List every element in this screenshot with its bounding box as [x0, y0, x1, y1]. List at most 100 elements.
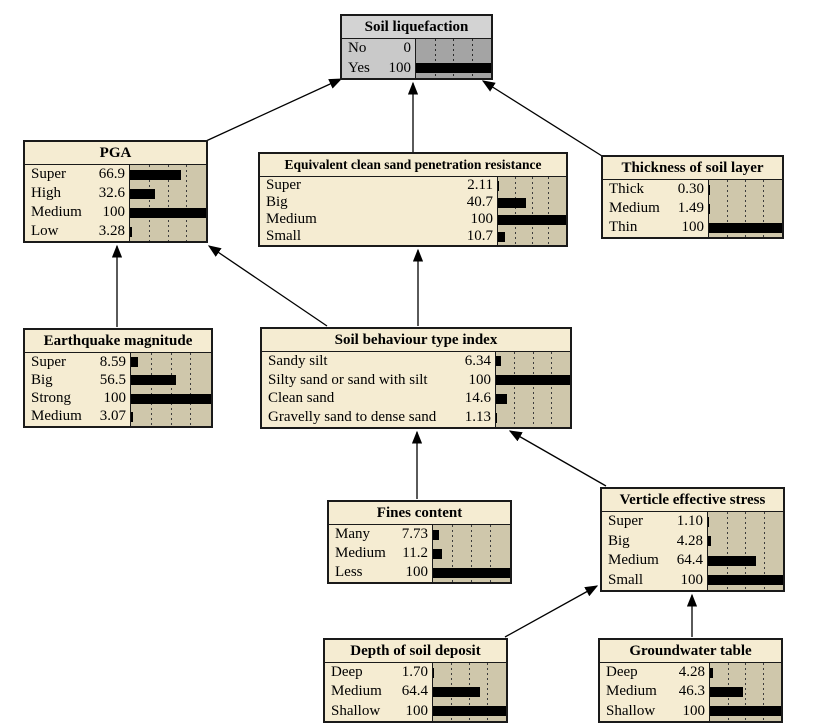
state-row: Medium 1.49 — [603, 199, 708, 218]
state-label: Gravelly sand to dense sand — [268, 409, 437, 426]
state-value: 56.5 — [99, 371, 126, 388]
bar-row — [496, 390, 570, 409]
state-value: 66.9 — [98, 166, 125, 182]
state-value: 3.28 — [98, 223, 125, 239]
belief-bar — [130, 169, 181, 180]
state-value: 100 — [102, 204, 126, 220]
belief-bar — [416, 63, 491, 74]
bar-row — [433, 544, 510, 563]
bar-row — [709, 180, 782, 199]
node-earthquake-magnitude[interactable]: Earthquake magnitude Super 8.59 Big 56.5… — [23, 328, 213, 428]
state-row: Gravelly sand to dense sand 1.13 — [262, 408, 495, 427]
state-label: Super — [31, 166, 66, 182]
state-label: Medium — [31, 408, 82, 425]
belief-bar — [708, 555, 757, 566]
node-soil-liquefaction[interactable]: Soil liquefaction No 0 Yes 100 — [340, 14, 493, 80]
state-label: Small — [266, 228, 302, 244]
node-verticle-effective-stress[interactable]: Verticle effective stress Super 1.10 Big… — [600, 487, 785, 592]
bar-row — [710, 682, 781, 701]
bar-row — [416, 39, 491, 59]
node-pga[interactable]: PGA Super 66.9 High 32.6 Medium 100 Low … — [23, 140, 208, 243]
state-label: Big — [266, 194, 288, 210]
edge-depth-to-ves — [504, 585, 599, 638]
state-row: Deep 4.28 — [600, 663, 709, 682]
state-label: Strong — [31, 390, 72, 407]
state-row: Medium 64.4 — [602, 551, 707, 571]
belief-bar-panel — [708, 180, 782, 237]
state-row: Medium 3.07 — [25, 408, 130, 426]
state-row: Medium 11.2 — [329, 544, 432, 563]
state-value: 46.3 — [678, 683, 705, 700]
bar-row — [433, 525, 510, 544]
state-row: Shallow 100 — [325, 702, 432, 721]
belief-bar — [433, 529, 439, 540]
state-row: Medium 64.4 — [325, 682, 432, 701]
state-row: Medium 100 — [25, 203, 129, 222]
belief-bar — [131, 375, 177, 386]
bar-row — [130, 203, 206, 222]
state-label: High — [31, 185, 61, 201]
belief-bar — [498, 180, 500, 191]
belief-bar — [708, 536, 712, 547]
node-title: Fines content — [329, 502, 510, 525]
state-list: Thick 0.30 Medium 1.49 Thin 100 — [603, 180, 708, 237]
bar-row — [433, 682, 506, 701]
state-value: 64.4 — [401, 683, 428, 700]
node-soil-behaviour-type-index[interactable]: Soil behaviour type index Sandy silt 6.3… — [260, 327, 572, 429]
belief-bar-panel — [130, 353, 211, 426]
state-row: Sandy silt 6.34 — [262, 352, 495, 371]
state-row: Low 3.28 — [25, 222, 129, 241]
state-label: Small — [608, 571, 644, 588]
state-label: Silty sand or sand with silt — [268, 371, 428, 388]
bar-row — [131, 371, 211, 389]
bar-row — [131, 390, 211, 408]
node-depth-of-soil-deposit[interactable]: Depth of soil deposit Deep 1.70 Medium 6… — [323, 638, 508, 723]
state-value: 4.28 — [678, 664, 705, 681]
bar-row — [710, 663, 781, 682]
belief-bar — [496, 356, 501, 367]
node-thickness-of-soil-layer[interactable]: Thickness of soil layer Thick 0.30 Mediu… — [601, 155, 784, 239]
node-groundwater-table[interactable]: Groundwater table Deep 4.28 Medium 46.3 … — [598, 638, 783, 723]
belief-bar — [496, 412, 497, 423]
bar-row — [433, 663, 506, 682]
bar-row — [496, 352, 570, 371]
belief-bar — [710, 686, 743, 697]
state-row: High 32.6 — [25, 184, 129, 203]
state-value: 100 — [388, 59, 412, 76]
state-row: Big 56.5 — [25, 371, 130, 389]
node-title: Verticle effective stress — [602, 489, 783, 512]
state-row: Super 8.59 — [25, 353, 130, 371]
state-label: Medium — [335, 545, 386, 561]
bar-row — [498, 211, 566, 228]
state-row: Less 100 — [329, 563, 432, 582]
edge-sbti-to-pga — [207, 245, 328, 327]
state-label: Thick — [609, 181, 644, 197]
state-value: 1.70 — [401, 664, 428, 681]
node-equivalent-clean-sand-penetration-resistance[interactable]: Equivalent clean sand penetration resist… — [258, 152, 568, 247]
belief-bar — [710, 667, 714, 678]
state-list: Deep 1.70 Medium 64.4 Shallow 100 — [325, 663, 432, 721]
state-label: Deep — [331, 664, 363, 681]
state-list: Sandy silt 6.34 Silty sand or sand with … — [262, 352, 495, 427]
state-label: Many — [335, 526, 370, 542]
belief-bar — [708, 516, 709, 527]
bar-row — [130, 222, 206, 241]
belief-bar — [131, 393, 211, 404]
state-label: Less — [335, 564, 363, 580]
node-fines-content[interactable]: Fines content Many 7.73 Medium 11.2 Less… — [327, 500, 512, 584]
bar-row — [496, 371, 570, 390]
state-value: 3.07 — [99, 408, 126, 425]
state-value: 1.13 — [464, 409, 491, 426]
belief-bar-panel — [415, 39, 491, 78]
state-row: Thin 100 — [603, 218, 708, 237]
state-row: Deep 1.70 — [325, 663, 432, 682]
state-value: 7.73 — [401, 526, 428, 542]
state-list: Many 7.73 Medium 11.2 Less 100 — [329, 525, 432, 582]
edge-ves-to-sbti — [508, 430, 607, 487]
bar-row — [416, 59, 491, 79]
bar-row — [433, 563, 510, 582]
state-row: Super 2.11 — [260, 177, 497, 194]
belief-bar — [131, 357, 138, 368]
state-label: No — [348, 40, 367, 57]
